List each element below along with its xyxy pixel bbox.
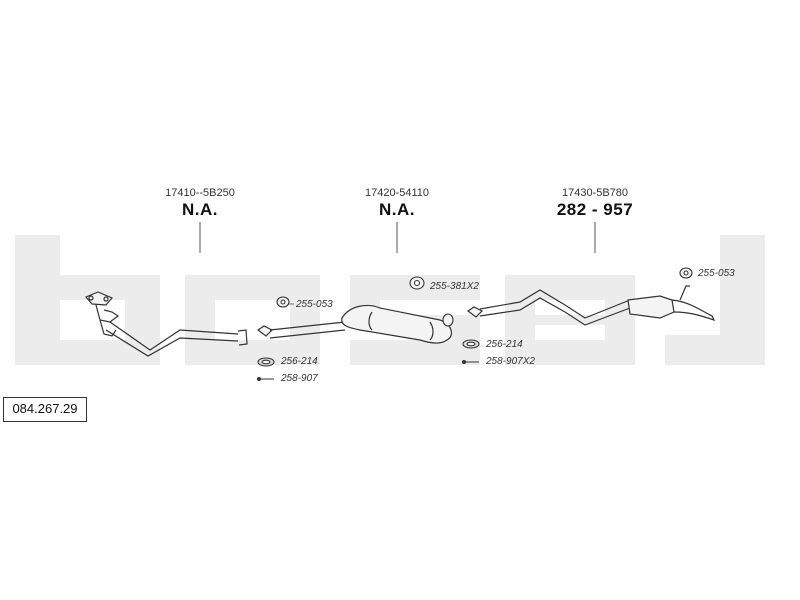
front-pipe: [85, 291, 248, 357]
part-number-front: 17410--5B250: [165, 187, 235, 199]
label-hanger-mid: 255-381X2: [430, 281, 479, 292]
label-ring-mid: 256-214: [486, 339, 523, 350]
reference-number: 084.267.29: [12, 401, 78, 416]
part-value-middle: N.A.: [379, 200, 415, 219]
middle-muffler: [341, 304, 453, 344]
part-value-front: N.A.: [182, 200, 218, 219]
hanger-rear: [679, 267, 693, 279]
middle-flange: [442, 313, 454, 327]
hanger-mid: [409, 276, 425, 290]
part-number-middle: 17420-54110: [364, 187, 430, 199]
label-ring-front: 256-214: [281, 356, 318, 367]
bolt-mid: [462, 360, 479, 364]
reference-number-box: 084.267.29: [3, 397, 87, 422]
bolt-front: [257, 377, 274, 381]
label-bolt-front: 258-907: [281, 373, 318, 384]
label-bolt-mid: 258-907X2: [486, 356, 535, 367]
ring-front: [257, 357, 275, 367]
gasket-front: [276, 296, 290, 308]
ring-mid: [462, 339, 480, 349]
middle-pipe: [256, 321, 346, 339]
label-hanger-rear: 255-053: [698, 268, 735, 279]
part-value-rear: 282 - 957: [556, 200, 634, 219]
label-gasket-front: 255-053: [296, 299, 333, 310]
rear-muffler: [627, 285, 716, 322]
rear-pipe: [466, 289, 631, 326]
part-number-rear: 17430-5B780: [561, 187, 629, 199]
